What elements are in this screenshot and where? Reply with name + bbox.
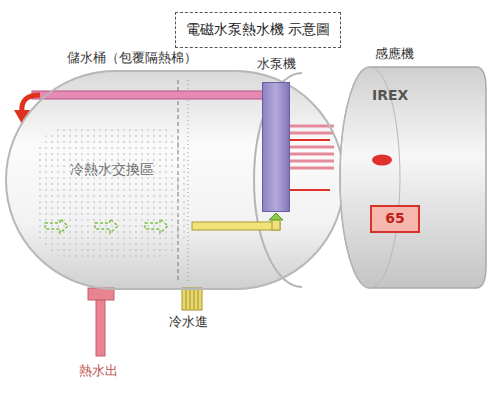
power-wire <box>290 189 330 191</box>
cold-inlet <box>182 288 202 310</box>
indicator-light <box>372 155 392 166</box>
hot-outlet-pipe <box>96 300 105 356</box>
temperature-display: 65 <box>370 205 420 233</box>
zone-label: 冷熱水交換區 <box>37 127 187 179</box>
flow-arrow <box>22 95 40 112</box>
part-heading: 感應機 <box>375 46 414 62</box>
hot-pipe <box>32 91 276 99</box>
cylinder-outline <box>330 65 488 290</box>
part-heading: 儲水桶（包覆隔熱棉） <box>67 50 197 66</box>
divider-line <box>188 80 189 282</box>
power-wire <box>290 139 330 141</box>
cylinder-body <box>340 67 486 288</box>
exchange-zone: 冷熱水交換區 <box>37 127 187 257</box>
inlet-ridges <box>186 289 198 309</box>
flow-arrowhead <box>14 110 30 124</box>
outlet-label: 熱水出 <box>79 362 118 380</box>
display-value: 65 <box>385 210 404 228</box>
tank-body <box>5 70 345 290</box>
tank-end-cap <box>254 73 302 287</box>
pump-unit: 水泵機 <box>262 82 290 212</box>
inlet-label: 冷水進 <box>169 313 208 331</box>
brand-label: IREX <box>372 87 408 105</box>
part-heading: 水泵機 <box>257 56 296 72</box>
induction-unit: 感應機IREX65 <box>330 65 488 290</box>
coil-stripes <box>290 126 334 168</box>
cold-pipe <box>192 222 280 230</box>
storage-tank: 儲水桶（包覆隔熱棉）冷熱水交換區 <box>5 70 345 290</box>
flow-arrowhead <box>269 213 283 220</box>
diagram-title: 電磁水泵熱水機 示意圖 <box>175 12 341 48</box>
